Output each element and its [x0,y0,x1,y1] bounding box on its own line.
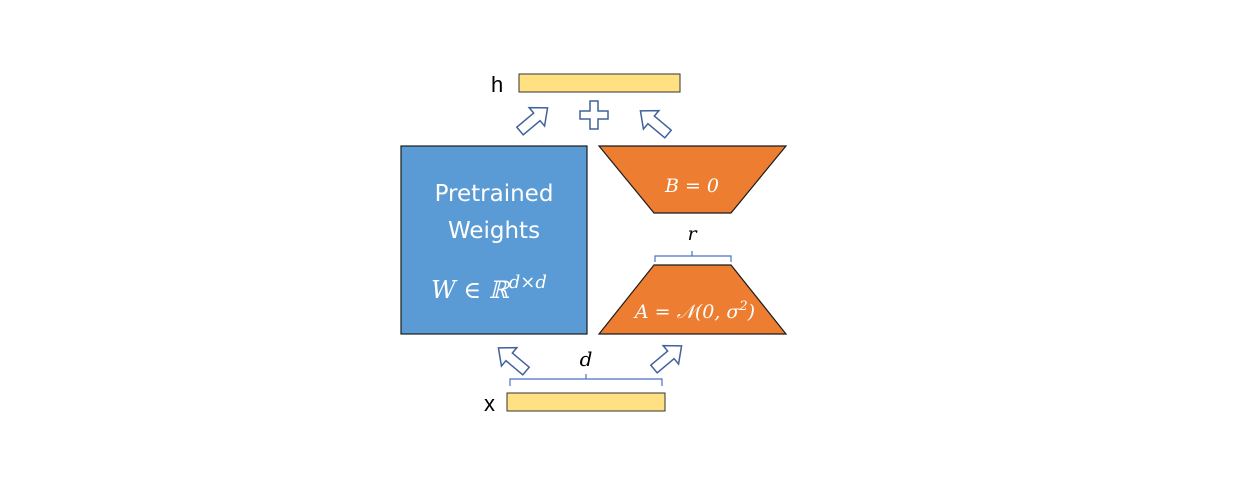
input-vector-x [506,392,666,412]
output-label-h: h [491,72,503,97]
pretrained-weights-block [400,145,588,335]
plus-icon [579,100,609,130]
rank-brace [654,251,732,262]
output-vector-h [518,73,681,93]
pretrained-formula: W ∈ ℝd×d [431,272,547,304]
pretrained-label-line1: Pretrained [435,181,554,207]
arrow-up-right-icon [515,106,549,136]
arrow-up-left-icon [639,109,673,139]
arrow-up-right-icon [649,344,683,374]
input-label-x: x [484,391,495,416]
rank-label-r: r [687,223,698,245]
dimension-brace [509,374,663,386]
dimension-label-d: d [580,347,593,371]
lora-b-formula: B = 0 [664,175,719,197]
lora-b-block [597,145,788,214]
lora-a-formula: A = 𝒩(0, σ2) [633,299,755,323]
arrow-up-left-icon [497,346,531,376]
pretrained-label-line2: Weights [448,218,540,244]
lora-a-block [597,264,788,335]
